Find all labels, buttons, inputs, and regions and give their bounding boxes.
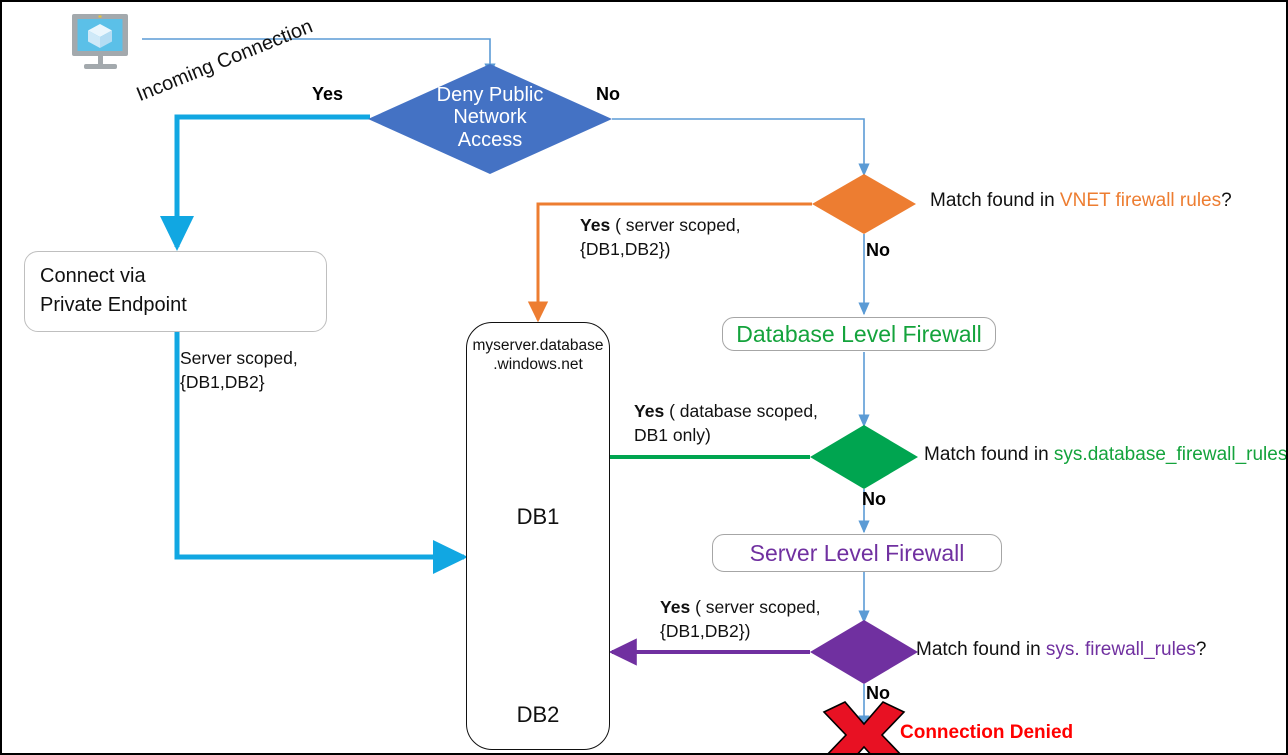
question-vnet-highlight: VNET firewall rules (1059, 190, 1222, 211)
decision-vnet-firewall-rules (812, 174, 916, 234)
edge-label-sysdb-yes-detail2: DB1 only) (634, 424, 711, 445)
edge-label-sysfw-yes-word: Yes (660, 597, 691, 617)
connection-denied-label: Connection Denied (900, 722, 1074, 743)
question-vnet-prefix: Match found in (930, 190, 1060, 211)
edge-label-sysfw-no: No (866, 683, 890, 703)
decision-deny-label: Deny Public Network Access (436, 84, 544, 151)
question-sysdb-highlight: sys.database_firewall_rules (1053, 444, 1288, 465)
database-label-db1: DB1 (516, 504, 560, 529)
private-endpoint-detail2: {DB1,DB2} (180, 371, 265, 392)
edge-label-incoming-connection: Incoming Connection (133, 15, 316, 107)
edge-label-private-endpoint-scope: Server scoped, {DB1,DB2} (180, 347, 298, 394)
edge-label-sysdb-yes-detail: ( database scoped, (669, 401, 818, 421)
edge-label-vnet-yes-detail2: {DB1,DB2}) (580, 238, 671, 259)
monitor-vm-icon (72, 14, 128, 69)
edge-label-sysdb-yes-word: Yes (634, 401, 665, 421)
edge-label-vnet-yes: Yes ( server scoped, {DB1,DB2}) (580, 214, 741, 261)
edge-label-deny-yes: Yes (312, 84, 344, 104)
question-sysfw-highlight: sys. firewall_rules (1045, 639, 1196, 660)
server-level-firewall-box[interactable]: Server Level Firewall (712, 534, 1002, 572)
decision-sys-database-firewall-rules (810, 425, 918, 489)
question-vnet-suffix: ? (1221, 190, 1232, 211)
private-endpoint-line1: Connect via (40, 265, 146, 287)
server-name: myserver.database .windows.net (468, 336, 608, 375)
question-sysfw-suffix: ? (1195, 639, 1207, 660)
database-label-db2: DB2 (516, 702, 560, 727)
edge-label-deny-no: No (596, 84, 620, 104)
database-level-firewall-box[interactable]: Database Level Firewall (722, 317, 996, 351)
edge-label-vnet-yes-word: Yes (580, 215, 611, 235)
edge-label-sysdb-no: No (862, 489, 886, 509)
edge-deny-no-to-vnet (612, 118, 870, 177)
private-endpoint-line2: Private Endpoint (40, 294, 187, 316)
edge-deny-yes-to-private-endpoint (160, 114, 370, 252)
server-level-firewall-label: Server Level Firewall (749, 539, 965, 566)
edge-label-sysfw-yes: Yes ( server scoped, {DB1,DB2}) (660, 596, 821, 643)
server-name-line2: .windows.net (493, 356, 583, 374)
question-sys-firewall-rules: Match found in sys. firewall_rules? (916, 639, 1206, 661)
database-level-firewall-label: Database Level Firewall (736, 320, 982, 347)
red-x-icon (822, 701, 906, 753)
edge-label-sysfw-yes-detail: ( server scoped, (695, 597, 821, 617)
server-name-line1: myserver.database (472, 337, 604, 354)
question-sysdb-prefix: Match found in (924, 444, 1054, 465)
connect-via-private-endpoint-box[interactable] (24, 251, 327, 332)
question-sysfw-prefix: Match found in (916, 639, 1046, 660)
edge-label-vnet-no: No (866, 240, 890, 260)
edge-label-sysdb-yes: Yes ( database scoped, DB1 only) (634, 400, 818, 447)
private-endpoint-detail1: Server scoped, (180, 348, 298, 368)
edge-label-vnet-yes-detail: ( server scoped, (615, 215, 741, 235)
server-container (466, 322, 610, 750)
question-vnet-firewall-rules: Match found in VNET firewall rules? (930, 190, 1232, 212)
edge-label-sysfw-yes-detail2: {DB1,DB2}) (660, 620, 751, 641)
question-sys-database-firewall-rules: Match found in sys.database_firewall_rul… (924, 444, 1288, 466)
private-endpoint-text: Connect via Private Endpoint (40, 262, 187, 320)
decision-sys-firewall-rules (810, 620, 918, 684)
